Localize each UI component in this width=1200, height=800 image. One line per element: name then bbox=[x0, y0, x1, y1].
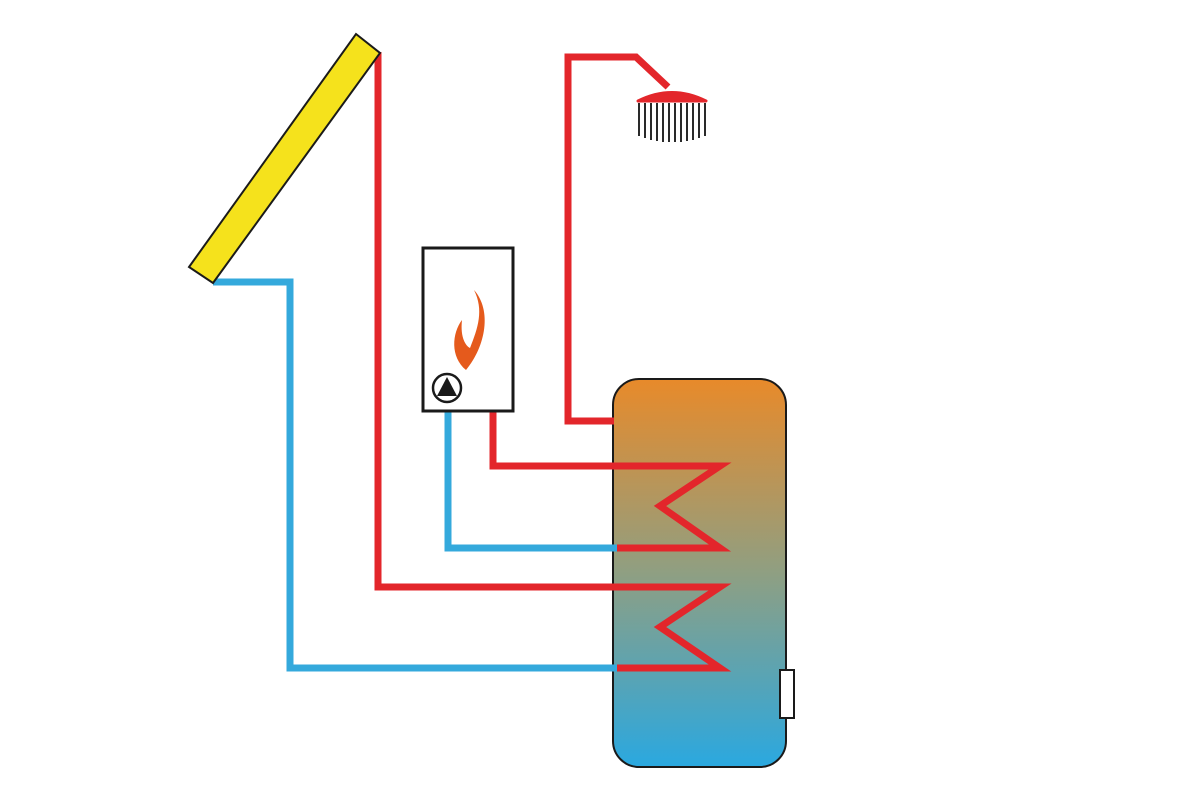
pump-arrow bbox=[437, 377, 457, 396]
shower-spray-lines bbox=[638, 103, 706, 142]
solar-cold-return-pipe bbox=[213, 278, 617, 672]
upper-heat-exchanger-coil bbox=[617, 462, 732, 552]
boiler-hot-flow-pipe bbox=[489, 410, 617, 470]
shower-head-cap bbox=[636, 91, 708, 103]
boiler-cold-return-pipe bbox=[444, 410, 617, 552]
solar-panel-icon bbox=[187, 32, 382, 285]
circulation-pump-icon bbox=[431, 372, 463, 404]
hot-water-tank-icon bbox=[612, 378, 787, 768]
boiler-icon bbox=[421, 246, 515, 413]
lower-heat-exchanger-coil bbox=[617, 583, 732, 672]
solar-hot-flow-pipe bbox=[374, 52, 617, 591]
solar-collector bbox=[187, 32, 382, 285]
temperature-sensor-icon bbox=[779, 669, 795, 719]
shower-head-icon bbox=[636, 91, 708, 142]
flame-icon bbox=[454, 290, 485, 370]
tank-body bbox=[612, 378, 787, 768]
domestic-hot-water-pipe bbox=[564, 53, 671, 425]
